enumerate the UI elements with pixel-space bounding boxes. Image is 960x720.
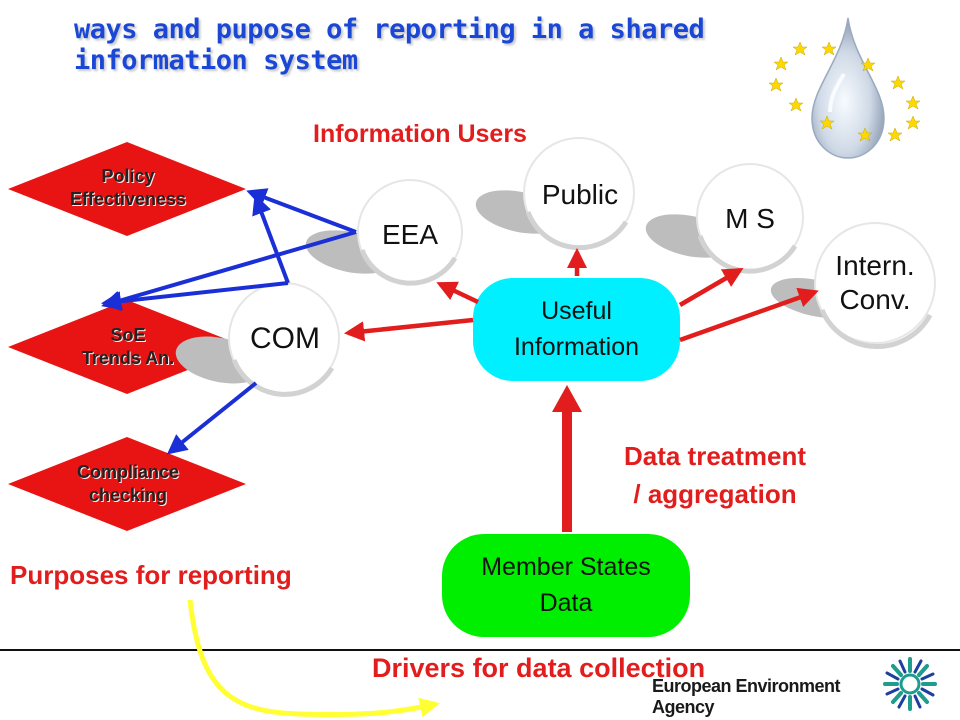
water-drop-eu-stars-icon: [768, 17, 921, 159]
com-bubble: [175, 282, 340, 397]
blue-com-to-soe: [101, 281, 289, 312]
eea-sun-icon: [883, 657, 937, 711]
yellow-curve-arrow: [187, 599, 440, 718]
policy-diamond: [8, 142, 246, 236]
arrow-to-eea: [436, 281, 479, 305]
agency-name: European Environment Agency: [652, 676, 841, 717]
soe-label: SoE Trends An.: [28, 324, 228, 370]
soe-line-2: Trends An.: [81, 348, 175, 368]
compliance-diamond: [8, 437, 246, 531]
public-bubble: [475, 137, 635, 251]
data-treatment-label: Data treatment / aggregation: [590, 437, 840, 513]
slide-title: ways and pupose of reporting in a shared…: [74, 14, 774, 76]
blue-com-to-policy: [252, 194, 290, 284]
blue-com-to-compliance: [166, 381, 258, 455]
compliance-line-1: Compliance: [76, 462, 180, 482]
arrow-to-intern: [679, 287, 819, 343]
useful-line-2: Information: [513, 333, 640, 361]
soe-diamond: [8, 300, 246, 394]
data-treatment-line-2: / aggregation: [633, 479, 797, 509]
drivers-label: Drivers for data collection: [372, 653, 706, 683]
com-label: COM: [250, 322, 320, 355]
intern-label: Intern. Conv.: [815, 249, 935, 317]
member-line-2: Data: [539, 589, 593, 617]
policy-line-1: Policy: [101, 166, 155, 186]
member-states-box: [442, 534, 690, 637]
compliance-label: Compliance checking: [28, 461, 228, 507]
useful-information-box: [473, 278, 680, 381]
member-line-1: Member States: [481, 553, 651, 581]
compliance-line-2: checking: [88, 485, 168, 505]
intern-line-1: Intern.: [835, 250, 915, 281]
arrow-member-to-useful-head: [552, 385, 582, 412]
intern-line-2: Conv.: [839, 284, 911, 315]
policy-line-2: Effectiveness: [69, 189, 187, 209]
purposes-for-reporting-label: Purposes for reporting: [10, 560, 292, 590]
soe-line-1: SoE: [110, 325, 146, 345]
eea-label: EEA: [381, 219, 439, 250]
useful-line-1: Useful: [541, 297, 612, 325]
title-line-2: information system: [74, 45, 358, 76]
useful-information-label: Useful Information: [473, 293, 680, 365]
arrow-to-ms: [678, 267, 744, 307]
public-label: Public: [541, 179, 619, 210]
member-states-label: Member States Data: [442, 549, 690, 621]
ms-label: M S: [725, 203, 775, 234]
data-treatment-line-1: Data treatment: [623, 441, 807, 471]
arrow-to-com: [343, 317, 474, 342]
ms-bubble: [645, 163, 804, 274]
blue-eea-to-soe: [101, 230, 357, 311]
title-line-1: ways and pupose of reporting in a shared: [74, 14, 705, 45]
policy-label: Policy Effectiveness: [28, 165, 228, 211]
information-users-label: Information Users: [313, 120, 527, 148]
